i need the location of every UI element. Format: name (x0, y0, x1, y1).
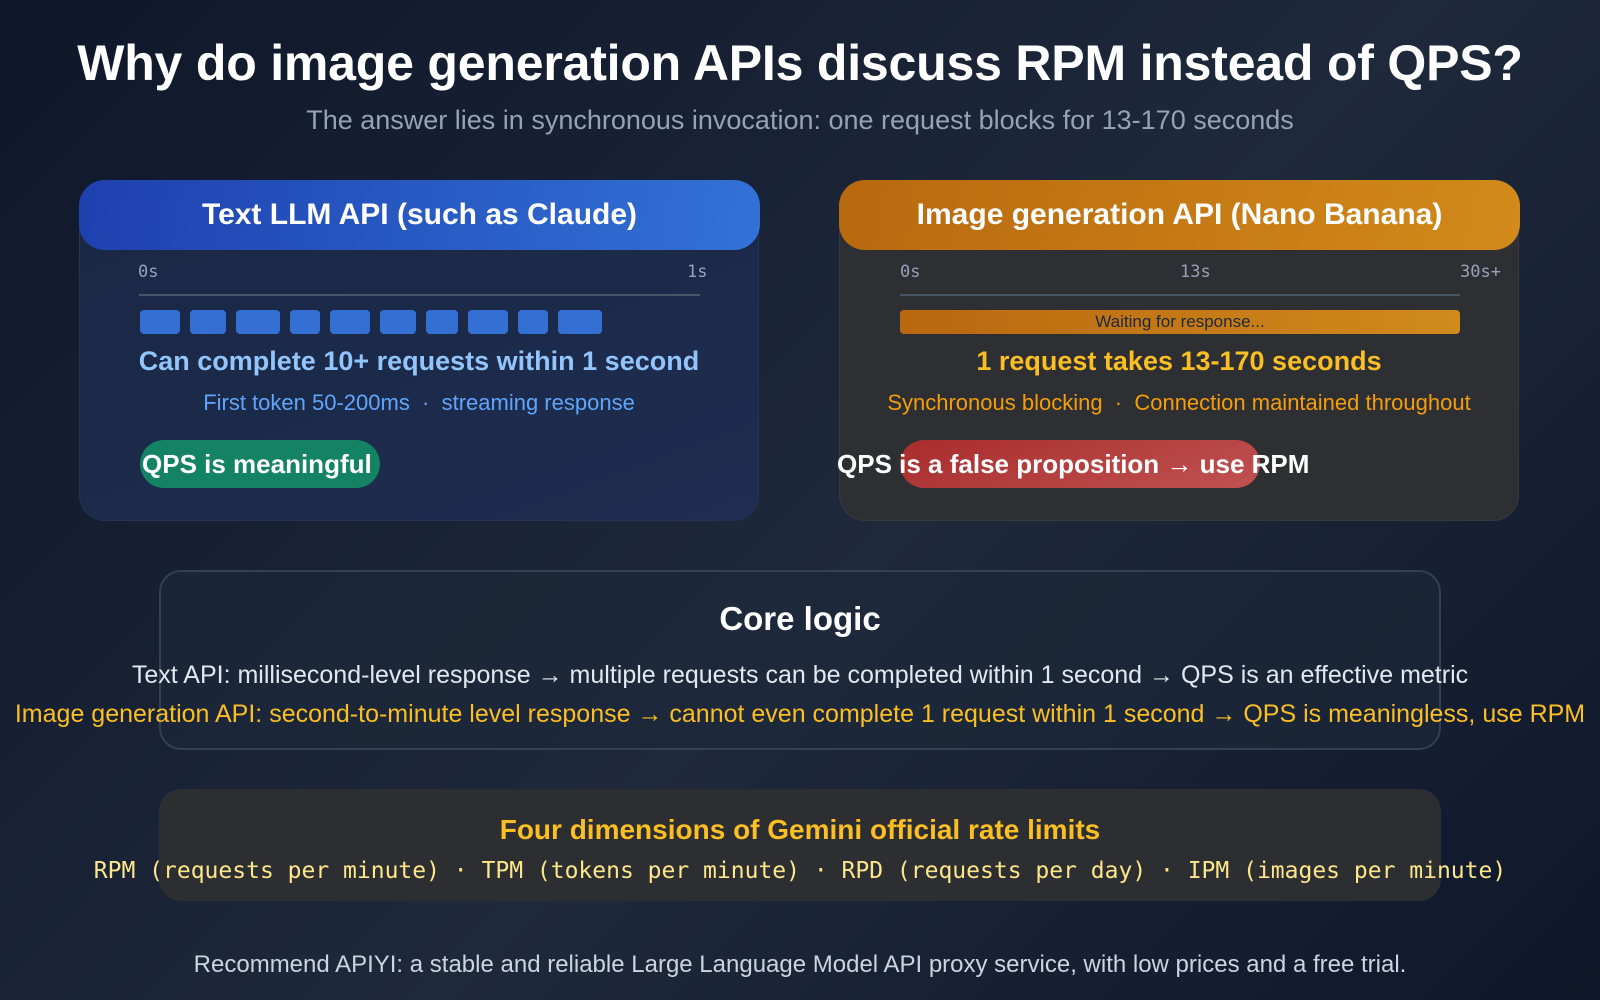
request-block (468, 310, 508, 334)
text-timeline-axis (139, 294, 700, 296)
request-block (140, 310, 180, 334)
request-block (236, 310, 280, 334)
qps-false-badge (900, 440, 1260, 488)
request-block (190, 310, 226, 334)
image-axis-tick-start: 0s (900, 262, 921, 282)
gemini-limits-box (159, 789, 1441, 901)
image-api-stat: 1 request takes 13-170 seconds (976, 346, 1382, 376)
request-block (426, 310, 458, 334)
image-timeline-axis (900, 294, 1460, 296)
core-logic-text-api: Text API: millisecond-level response → m… (131, 661, 1469, 689)
qps-meaningful-label: QPS is meaningful (142, 449, 372, 479)
qps-false-label: QPS is a false proposition → use RPM (837, 449, 1310, 479)
core-logic-image-api: Image generation API: second-to-minute l… (14, 700, 1586, 728)
footer-recommendation: Recommend APIYI: a stable and reliable L… (193, 951, 1407, 978)
image-axis-tick-mid: 13s (1180, 262, 1211, 282)
request-block (330, 310, 370, 334)
text-api-stat: Can complete 10+ requests within 1 secon… (138, 346, 700, 376)
image-api-card-title: Image generation API (Nano Banana) (839, 180, 1520, 250)
qps-meaningful-badge (140, 440, 380, 488)
gemini-limits-dimensions: RPM (requests per minute) · TPM (tokens … (93, 858, 1507, 884)
text-axis-tick-start: 0s (138, 262, 159, 282)
page-title: Why do image generation APIs discuss RPM… (77, 35, 1523, 91)
core-logic-box (159, 570, 1441, 750)
waiting-for-response-bar: Waiting for response... (900, 310, 1460, 334)
text-api-card-title: Text LLM API (such as Claude) (79, 180, 760, 250)
gemini-limits-title: Four dimensions of Gemini official rate … (499, 814, 1101, 845)
image-api-detail: Synchronous blocking · Connection mainta… (887, 390, 1471, 415)
request-block (380, 310, 416, 334)
request-block (558, 310, 602, 334)
image-axis-tick-end: 30s+ (1460, 262, 1501, 282)
page-subtitle: The answer lies in synchronous invocatio… (306, 105, 1294, 135)
text-api-detail: First token 50-200ms · streaming respons… (203, 390, 635, 415)
core-logic-title: Core logic (719, 600, 881, 637)
request-block (518, 310, 548, 334)
request-block (290, 310, 320, 334)
text-axis-tick-end: 1s (687, 262, 708, 282)
